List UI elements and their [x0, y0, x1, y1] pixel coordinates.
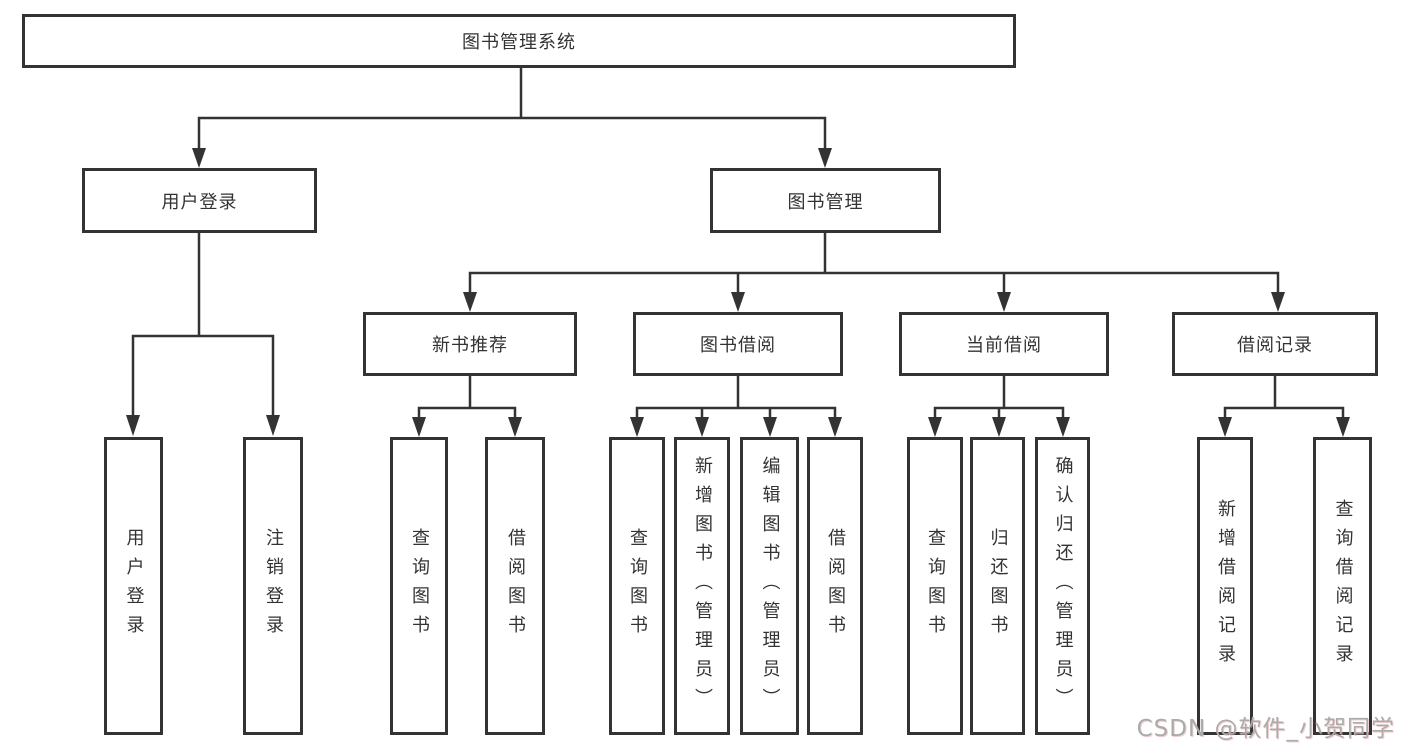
node-label: 借阅图书: [825, 528, 846, 644]
node-label: 查询借阅记录: [1332, 499, 1354, 673]
node-label: 图书管理: [787, 191, 864, 213]
node-borrow-records: 借阅记录: [1172, 312, 1378, 376]
node-label: 编辑图书（管理员）: [759, 455, 781, 717]
node-label: 新增借阅记录: [1215, 499, 1236, 673]
node-current-borrow: 当前借阅: [899, 312, 1109, 376]
node-confirm-return-admin: 确认归还（管理员）: [1035, 437, 1090, 735]
node-label: 图书借阅: [700, 335, 776, 356]
node-root-library-system: 图书管理系统: [22, 14, 1016, 68]
node-label: 借阅记录: [1237, 335, 1313, 356]
node-label: 新增图书（管理员）: [692, 455, 713, 717]
node-query-books-recommend: 查询图书: [390, 437, 448, 735]
node-label: 归还图书: [987, 528, 1009, 644]
node-label: 当前借阅: [966, 335, 1042, 356]
node-label: 注销登录: [263, 528, 284, 644]
watermark: CSDN @软件_小贺同学: [1136, 716, 1395, 742]
node-borrow-books-leaf: 借阅图书: [807, 437, 863, 735]
node-label: 查询图书: [627, 528, 648, 644]
node-query-books-borrow: 查询图书: [609, 437, 665, 735]
node-label: 用户登录: [161, 191, 238, 213]
node-logout-leaf: 注销登录: [243, 437, 303, 735]
node-label: 新书推荐: [432, 335, 508, 356]
node-query-books-current: 查询图书: [907, 437, 963, 735]
node-user-login-branch: 用户登录: [82, 168, 317, 233]
node-new-book-recommend: 新书推荐: [363, 312, 577, 376]
node-add-borrow-record: 新增借阅记录: [1197, 437, 1253, 735]
node-return-book: 归还图书: [970, 437, 1025, 735]
node-label: 查询图书: [925, 528, 946, 644]
node-edit-book-admin: 编辑图书（管理员）: [740, 437, 799, 735]
node-label: 确认归还（管理员）: [1052, 455, 1074, 717]
node-book-management: 图书管理: [710, 168, 941, 233]
node-user-login-leaf: 用户登录: [104, 437, 163, 735]
node-label: 用户登录: [123, 528, 145, 644]
node-book-borrow: 图书借阅: [633, 312, 843, 376]
node-label: 图书管理系统: [462, 32, 576, 53]
node-query-borrow-record: 查询借阅记录: [1313, 437, 1372, 735]
node-add-book-admin: 新增图书（管理员）: [674, 437, 730, 735]
node-label: 借阅图书: [505, 528, 526, 644]
node-borrow-books-recommend: 借阅图书: [485, 437, 545, 735]
node-label: 查询图书: [409, 528, 430, 644]
